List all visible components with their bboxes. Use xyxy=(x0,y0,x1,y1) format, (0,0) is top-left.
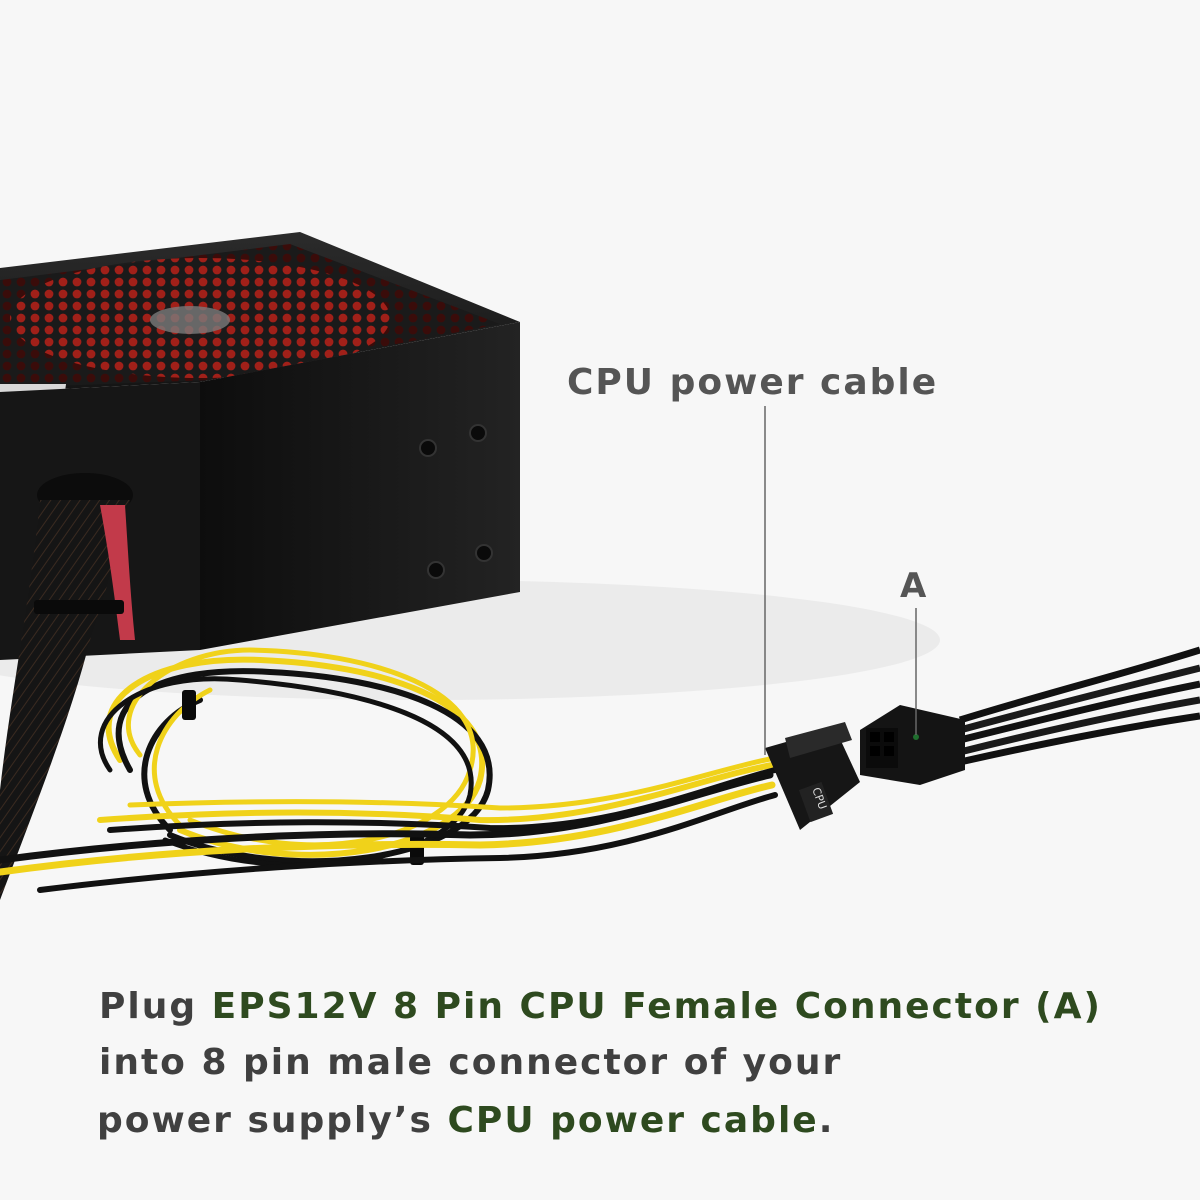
caption-text: . xyxy=(818,1100,835,1141)
caption-text: into 8 pin male connector of your xyxy=(99,1042,843,1083)
caption-line-3: power supply’s CPU power cable. xyxy=(97,1100,834,1141)
connector-a-label: A xyxy=(900,566,929,606)
cpu-power-cable-label: CPU power cable xyxy=(567,362,939,403)
cpu-cable-wires xyxy=(0,755,778,893)
caption-line-2: into 8 pin male connector of your xyxy=(99,1042,842,1083)
caption-text: power supply’s xyxy=(97,1100,448,1141)
cpu-male-plug xyxy=(765,722,860,830)
caption-text: Plug xyxy=(99,986,212,1027)
caption-line-1: Plug EPS12V 8 Pin CPU Female Connector (… xyxy=(99,986,1102,1027)
caption-highlight: EPS12V 8 Pin CPU Female Connector (A) xyxy=(211,986,1102,1027)
caption-highlight: CPU power cable xyxy=(447,1100,819,1141)
connector-a-dot xyxy=(913,734,919,740)
female-connector-a xyxy=(860,646,1200,785)
